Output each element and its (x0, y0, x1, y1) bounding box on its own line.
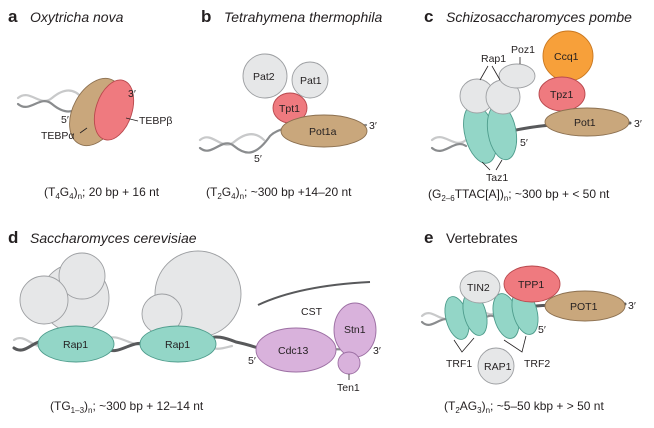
panel-c: c Schizosaccharomyces pombe Rap1 Poz1 Cc… (424, 7, 642, 203)
panel-c-title: Schizosaccharomyces pombe (446, 9, 632, 25)
tebpb-label: TEBPβ (139, 115, 172, 127)
panel-a: a Oxytricha nova 3′ 5′ TEBPβ TEBPα (T4G4… (8, 7, 172, 201)
pot1-label-c: Pot1 (574, 117, 596, 129)
tpp1-protein (503, 265, 561, 303)
panel-b-5prime: 5′ (254, 153, 262, 165)
rap1-label-d2: Rap1 (165, 339, 190, 351)
panel-b: b Tetrahymena thermophila Pat2 Pat1 Tpt1… (198, 7, 382, 201)
tebpb-protein (93, 79, 135, 141)
panel-b-letter: b (201, 7, 211, 26)
poz1-protein (498, 63, 536, 89)
panel-e-formula: (T2AG3)n; ~5–50 kbp + > 50 nt (444, 399, 604, 415)
rap1-label-c: Rap1 (481, 53, 506, 65)
tin2-label: TIN2 (467, 282, 490, 294)
poz1-label: Poz1 (511, 44, 535, 56)
panel-a-letter: a (8, 7, 18, 26)
panel-c-letter: c (424, 7, 433, 26)
rap1-partner-top-a (58, 252, 106, 300)
panel-e: e Vertebrates TIN2 TPP1 POT1 3′ 5′ TRF1 … (420, 228, 636, 415)
panel-d-5prime: 5′ (248, 355, 256, 367)
panel-d-formula: (TG1–3)n; ~300 bp + 12–14 nt (50, 399, 204, 415)
pat2-label: Pat2 (253, 71, 275, 83)
panel-a-formula: (T4G4)n; 20 bp + 16 nt (44, 185, 160, 201)
pot1-label-e: POT1 (570, 301, 598, 313)
ten1-protein (337, 351, 361, 375)
panel-b-formula: (T2G4)n; ~300 bp +14–20 nt (206, 185, 352, 201)
panel-e-3prime: 3′ (628, 300, 636, 312)
panel-d-3prime: 3′ (373, 345, 381, 357)
panel-e-title: Vertebrates (446, 230, 518, 246)
cdc13-label: Cdc13 (278, 345, 309, 357)
pat1-label: Pat1 (300, 75, 322, 87)
rap1-label-d1: Rap1 (63, 339, 88, 351)
ten1-label: Ten1 (337, 382, 360, 394)
taz1-label: Taz1 (486, 172, 508, 184)
panel-a-5prime: 5′ (61, 114, 69, 126)
panel-a-title: Oxytricha nova (30, 9, 124, 25)
trf2-label: TRF2 (524, 358, 550, 370)
tebpa-label: TEBPα (41, 130, 75, 142)
stn1-label: Stn1 (344, 324, 366, 336)
panel-d-title: Saccharomyces cerevisiae (30, 230, 197, 246)
panel-c-3prime: 3′ (634, 118, 642, 130)
pot1a-label: Pot1a (309, 126, 337, 138)
tpp1-label: TPP1 (518, 279, 544, 291)
tin2-protein (459, 270, 501, 304)
pot1a-protein (280, 114, 368, 148)
panel-b-3prime: 3′ (369, 120, 377, 132)
panel-e-letter: e (424, 228, 433, 247)
panel-d-letter: d (8, 228, 18, 247)
panel-d: d Saccharomyces cerevisiae Rap1 Rap1 CST… (8, 228, 381, 415)
pot1-protein-e (544, 290, 626, 322)
rap1-label-e: RAP1 (484, 361, 512, 373)
panel-c-5prime: 5′ (520, 137, 528, 149)
panel-a-3prime: 3′ (128, 88, 136, 100)
cst-label: CST (301, 306, 323, 318)
tpz1-label: Tpz1 (550, 89, 574, 101)
rap1-protein-e (477, 347, 515, 385)
ccq1-label: Ccq1 (554, 51, 579, 63)
trf1-label: TRF1 (446, 358, 472, 370)
rap1-protein-d2 (139, 325, 217, 363)
panel-c-formula: (G2–6TTAC[A])n; ~300 bp + < 50 nt (428, 187, 610, 203)
pat1-protein (291, 61, 329, 99)
panel-e-5prime: 5′ (538, 324, 546, 336)
cdc13-protein (255, 327, 337, 373)
tpt1-label: Tpt1 (279, 103, 300, 115)
pot1-protein-c (544, 107, 630, 137)
pat2-protein (242, 53, 288, 99)
rap1-protein-d1 (37, 325, 115, 363)
rap1-partner-small-a (19, 275, 69, 325)
panel-b-title: Tetrahymena thermophila (224, 9, 382, 25)
